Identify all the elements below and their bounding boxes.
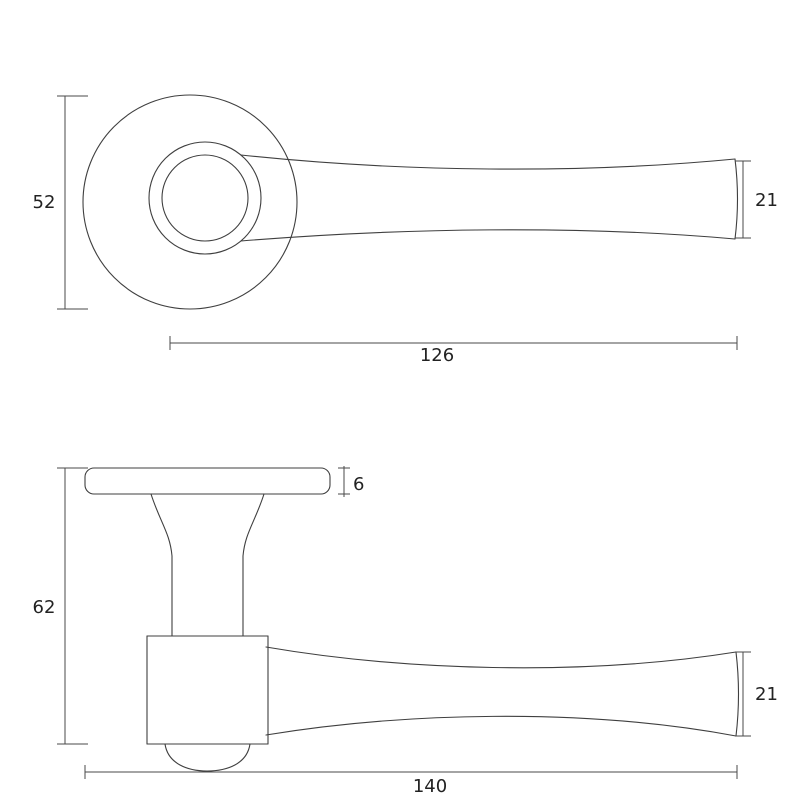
dim-label-rose-thickness: 6 [353,474,364,495]
rose-outer-circle [82,94,298,310]
lever-top-edge [240,154,736,170]
dim-label-projection-depth: 62 [33,597,56,618]
rose-plate-profile [84,467,331,495]
lever-end-cap [734,158,739,240]
dim-label-rose-diameter: 52 [33,192,56,213]
side-view [84,467,740,772]
dim-label-lever-end-width: 21 [755,190,778,211]
lever-bottom-edge [240,229,736,242]
front-view-dimensions: 52 126 21 [33,95,778,366]
dim-label-lever-thickness: 21 [755,684,778,705]
lever-side-end-cap [735,651,740,737]
hub-rounded-bottom [164,743,251,772]
front-view [82,94,739,310]
rose-collar-inner-circle [161,154,249,242]
lever-side-top-edge [265,646,737,669]
side-view-dimensions: 6 62 21 140 [33,466,778,797]
neck-right-edge [242,493,265,637]
dim-label-overall-length: 140 [413,776,447,797]
dim-label-handle-length: 126 [420,345,454,366]
neck-left-edge [150,493,173,637]
lever-side-bottom-edge [265,715,737,737]
rose-collar-outer-circle [148,141,262,255]
